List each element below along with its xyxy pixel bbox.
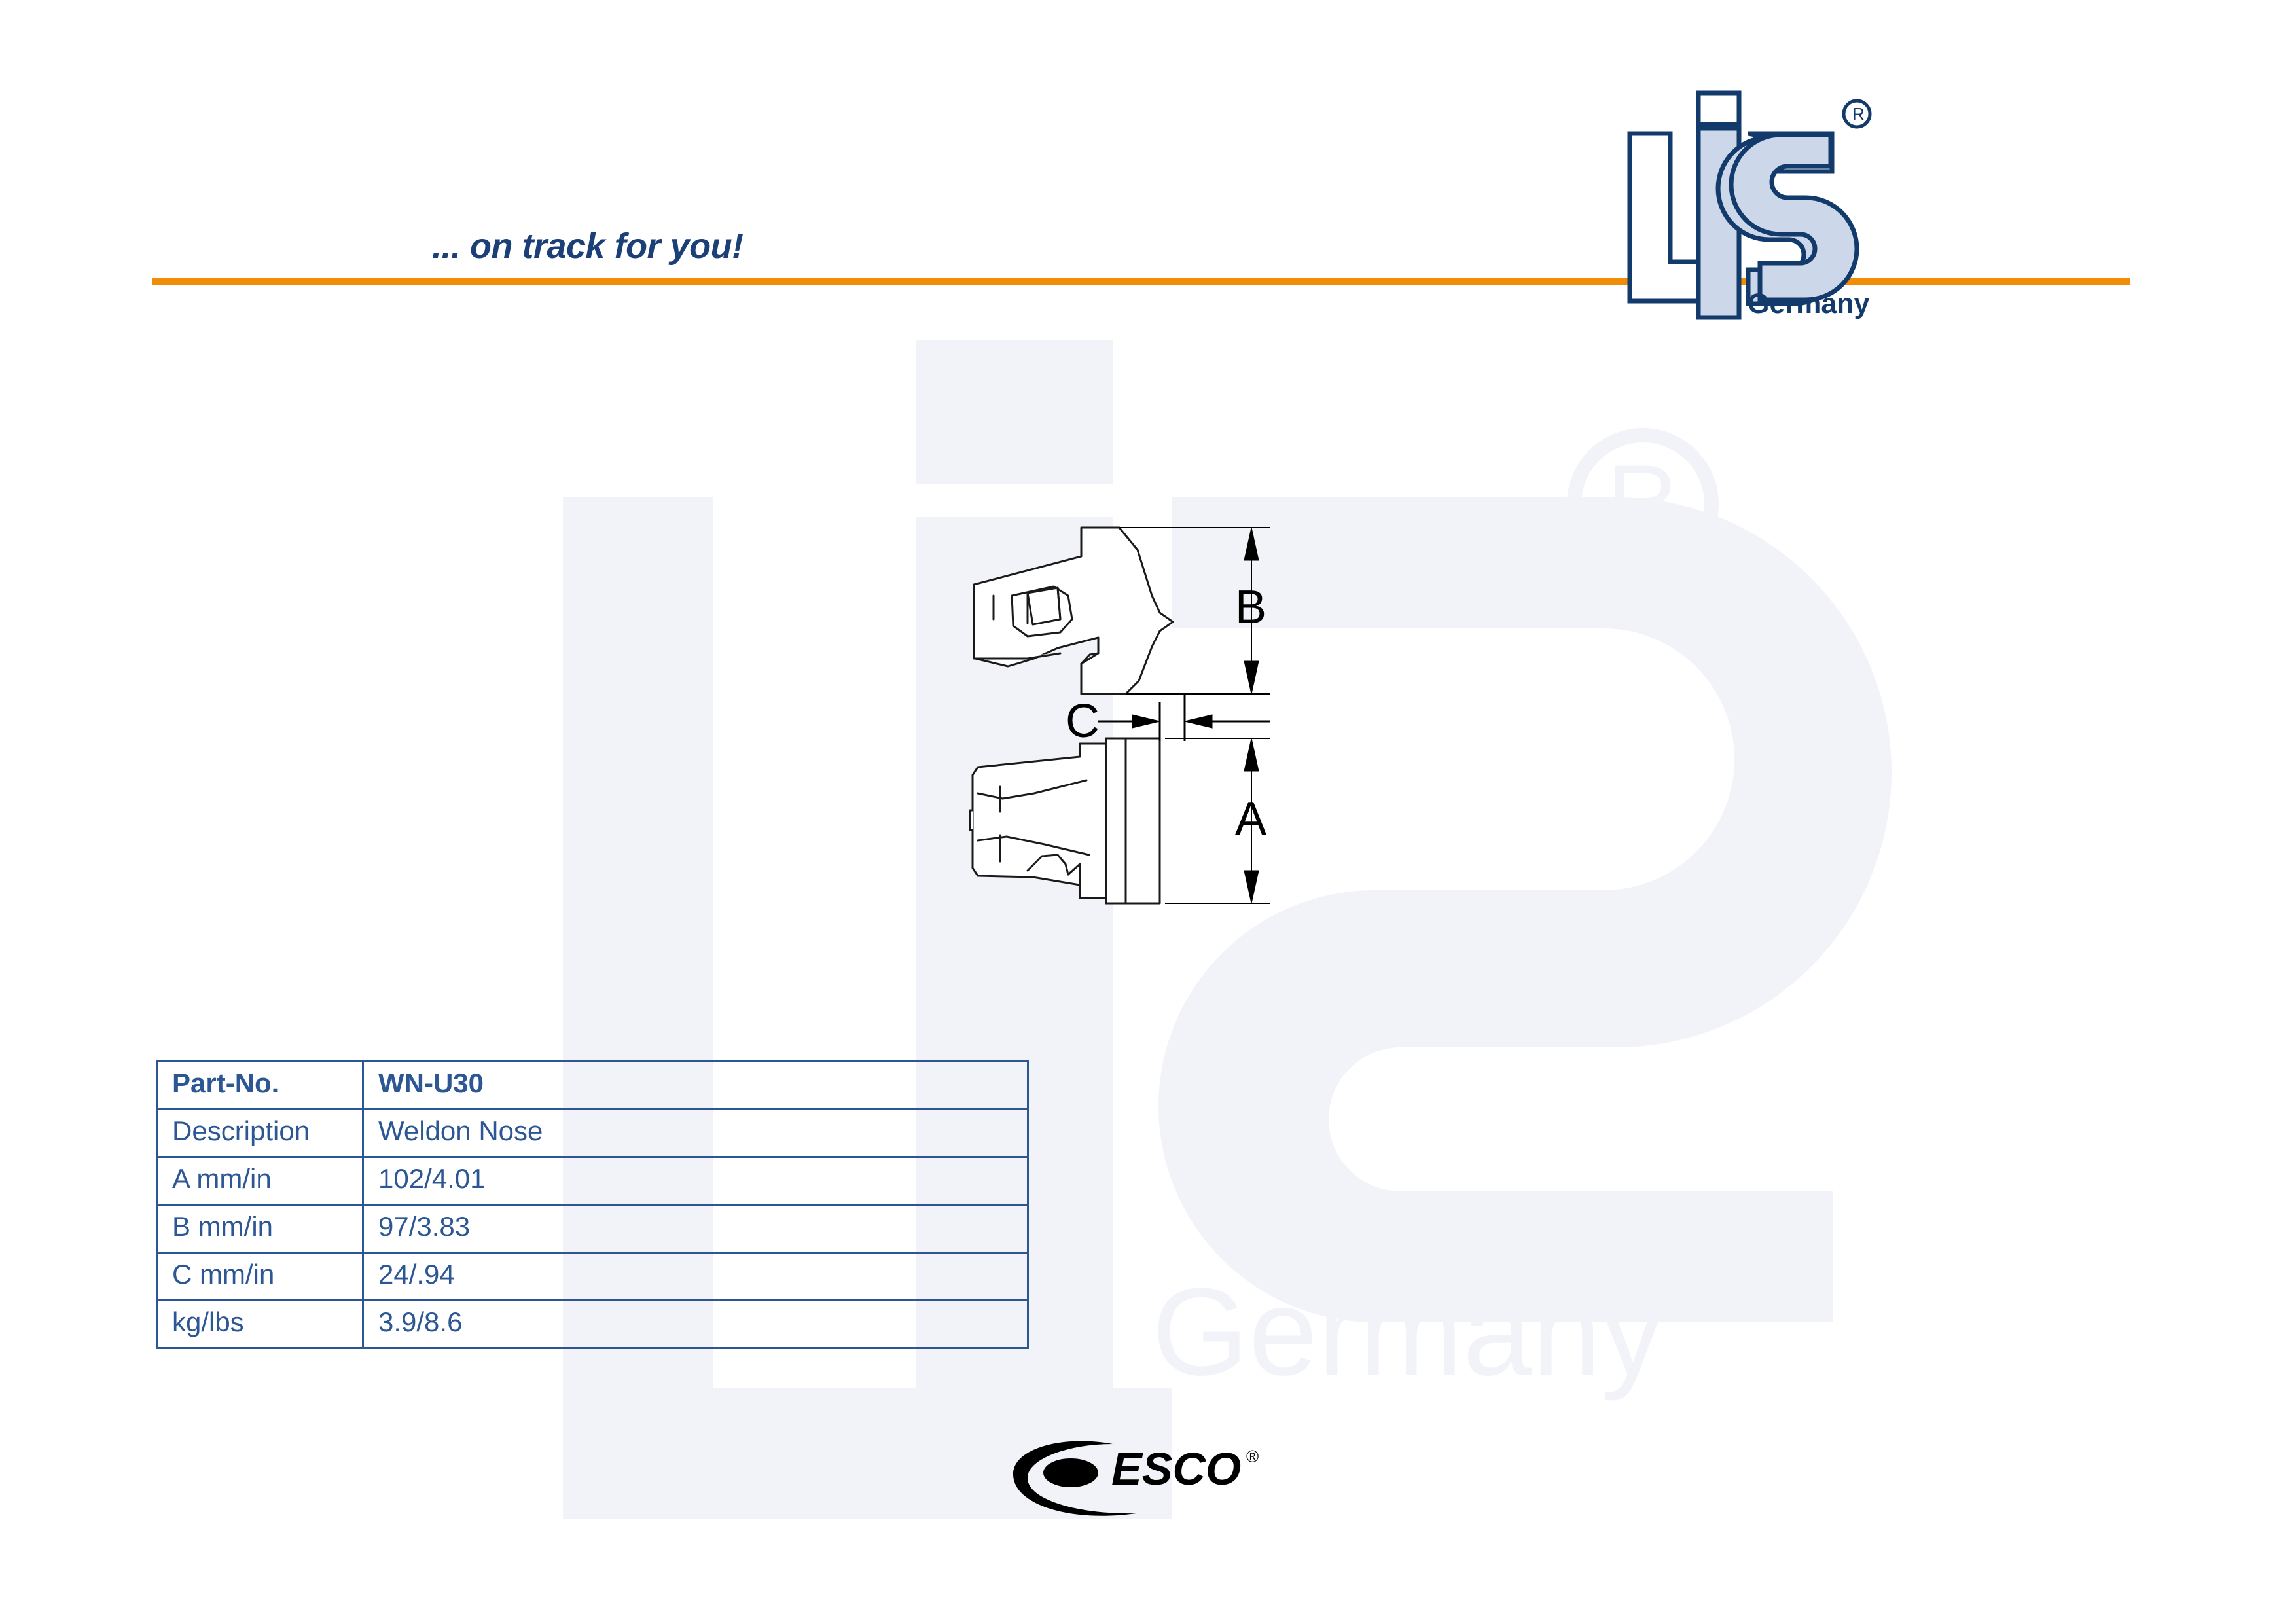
table-row: Description Weldon Nose [156,1108,1029,1158]
top-view-outline [969,737,1161,905]
registered-mark-letter: R [1852,104,1865,124]
table-cell-label: C mm/in [156,1252,364,1301]
table-cell-value: WN-U30 [362,1060,1029,1110]
table-cell-value: 102/4.01 [362,1156,1029,1206]
side-view-outline [973,526,1174,695]
table-cell-value: 24/.94 [362,1252,1029,1301]
table-row: B mm/in 97/3.83 [156,1204,1029,1254]
dimension-label-c: C [1066,695,1100,748]
table-cell-label: Description [156,1108,364,1158]
table-cell-label: B mm/in [156,1204,364,1254]
dimension-label-a: A [1235,793,1266,845]
orange-divider-rule [152,278,2130,285]
table-row: kg/lbs 3.9/8.6 [156,1299,1029,1349]
esco-registered-mark: ® [1246,1447,1259,1466]
table-cell-value: 97/3.83 [362,1204,1029,1254]
table-row: A mm/in 102/4.01 [156,1156,1029,1206]
lis-logo: R Germany [1627,90,1872,320]
table-cell-label: Part-No. [156,1060,364,1110]
logo-country-label: Germany [1748,288,1870,319]
table-cell-value: 3.9/8.6 [362,1299,1029,1349]
logo-letter-s-shape [1729,132,1859,302]
table-cell-label: kg/lbs [156,1299,364,1349]
table-row: C mm/in 24/.94 [156,1252,1029,1301]
table-row: Part-No. WN-U30 [156,1060,1029,1110]
svg-text:R: R [1607,444,1677,554]
esco-wordmark: ESCO [1111,1443,1241,1494]
table-cell-label: A mm/in [156,1156,364,1206]
weldon-nose-technical-drawing: B C A [969,526,1270,905]
tagline: ... on track for you! [432,226,744,266]
specification-table: Part-No. WN-U30 Description Weldon Nose … [156,1060,1029,1349]
esco-dot-icon [1043,1458,1098,1487]
registered-mark-icon [1842,99,1872,129]
dimension-label-b: B [1235,581,1266,634]
svg-text:Germany: Germany [1152,1263,1663,1401]
logo-letter-i-dot [1696,90,1742,127]
esco-logo: ESCO ® [1013,1441,1259,1516]
dimension-a: A [1165,738,1270,904]
dimension-c: C [1066,694,1270,748]
table-cell-value: Weldon Nose [362,1108,1029,1158]
